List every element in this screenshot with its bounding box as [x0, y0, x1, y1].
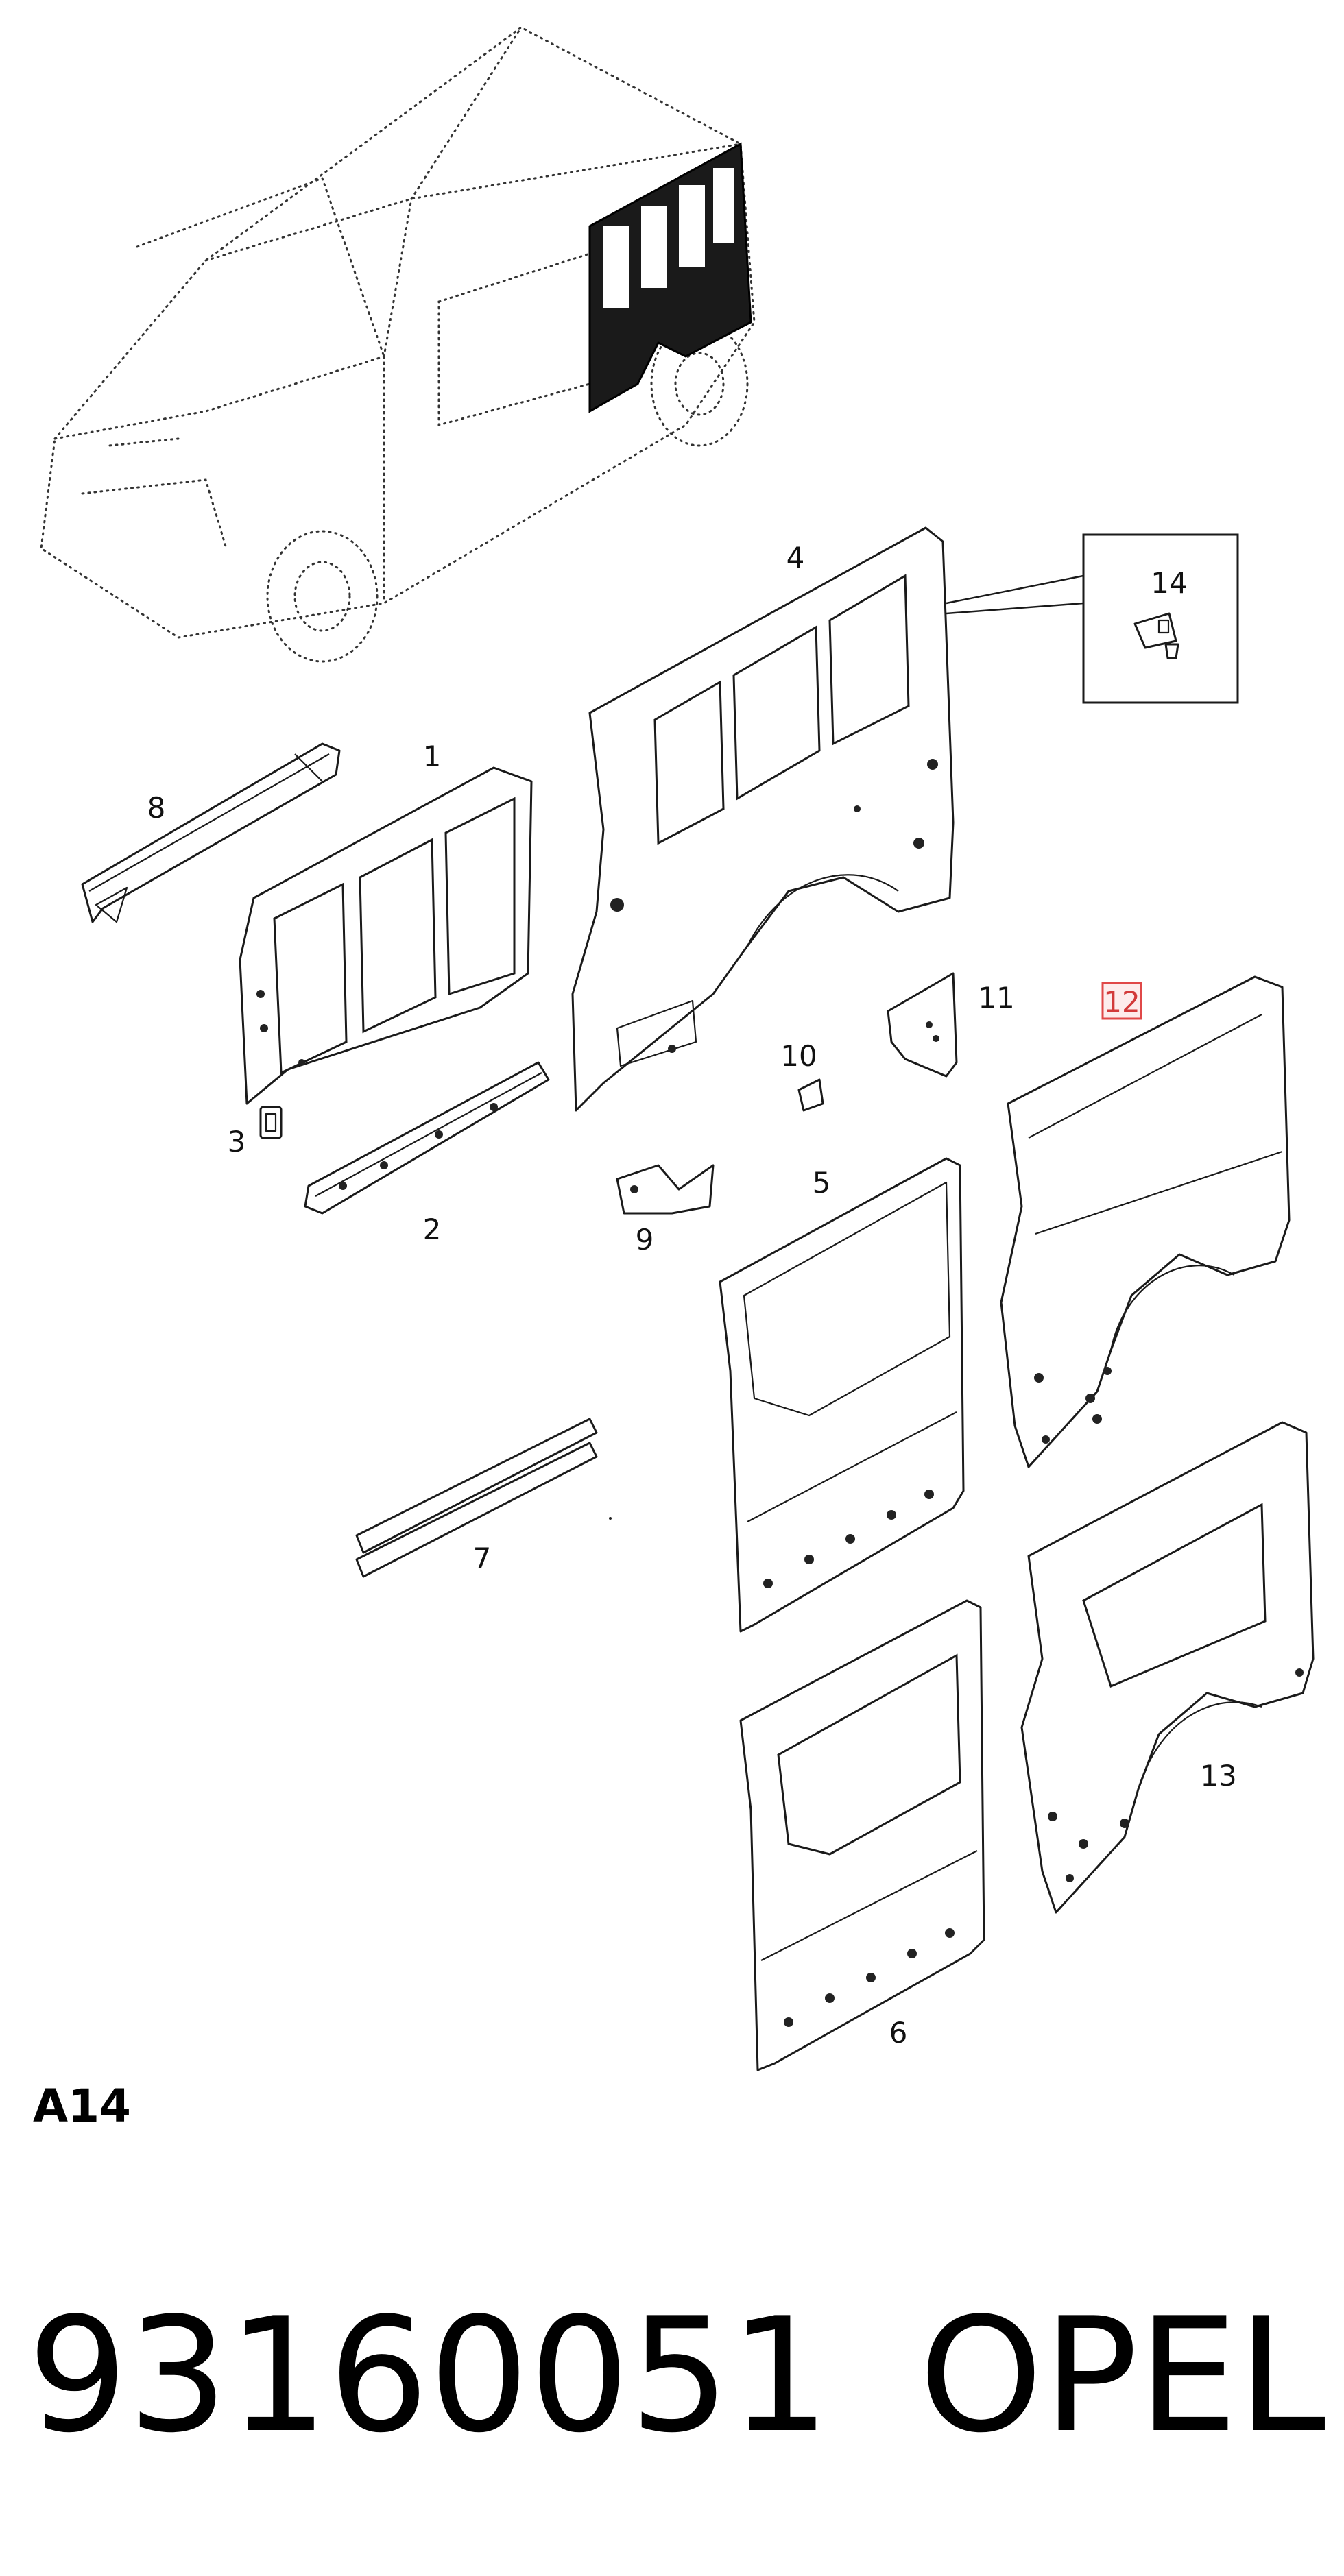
callout-2: 2 — [423, 1213, 442, 1246]
brand-name: OPEL — [919, 2285, 1325, 2468]
part-14-clip-icon — [1133, 612, 1179, 659]
part-8-roof-rail — [81, 742, 341, 923]
part-12-outer-side-panel — [1000, 975, 1291, 1468]
callout-13: 13 — [1200, 1759, 1236, 1793]
callout-6: 6 — [889, 2016, 908, 2050]
callout-8: 8 — [147, 791, 166, 825]
section-code: A14 — [33, 2080, 131, 2133]
part-7-sill-strip — [355, 1418, 612, 1578]
part-1-inner-side-panel — [239, 766, 533, 1105]
callout-1: 1 — [423, 740, 442, 773]
callout-10: 10 — [780, 1039, 817, 1073]
part-2-sill-reinforcement — [304, 1061, 550, 1215]
part-13-outer-side-panel-window — [1020, 1421, 1315, 1914]
van-overview-illustration — [40, 26, 756, 663]
callout-4: 4 — [787, 541, 805, 574]
callout-11: 11 — [978, 981, 1014, 1014]
callout-9: 9 — [636, 1223, 654, 1256]
part-number: 93160051 — [27, 2285, 830, 2468]
callout-5: 5 — [813, 1166, 831, 1200]
callout-12-highlight-box — [1101, 982, 1142, 1020]
callout-12-highlighted: 12 — [1103, 985, 1140, 1019]
callout-3: 3 — [228, 1125, 246, 1158]
part-6-sliding-door-with-window — [739, 1599, 985, 2071]
inset-leader-line — [946, 535, 1085, 605]
part-10-clip — [797, 1078, 824, 1112]
part-3-bracket — [259, 1106, 283, 1139]
part-9-bracket — [616, 1164, 715, 1215]
part-11-bracket — [887, 972, 958, 1078]
callout-7: 7 — [473, 1542, 492, 1575]
part-5-sliding-door-panel — [719, 1157, 965, 1633]
part-4-inner-side-frame — [571, 526, 955, 1112]
callout-14: 14 — [1151, 566, 1187, 600]
detail-inset-box — [1082, 533, 1239, 704]
